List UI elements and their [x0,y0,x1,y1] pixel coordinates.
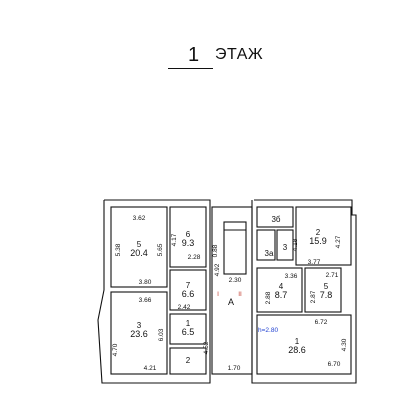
room-5-area: 20.4 [130,248,148,258]
title-underline [168,68,213,69]
dim-label: 2.42 [178,304,191,311]
floor-word: ЭТАЖ [215,46,264,63]
stair-outline [223,221,247,275]
room-2-left-outline [169,347,207,375]
room-1-left-outline [169,313,207,345]
room-1-right-outline [256,314,352,375]
dim-label: 3.80 [139,279,152,286]
room-1-right-id: 1 [295,337,300,346]
dim-label: 2.28 [188,254,201,261]
plan-walls [97,199,357,384]
room-2-right-area: 15.9 [309,236,327,246]
room-3b-outline [256,206,294,228]
room-5-id: 5 [137,240,142,249]
dim-label: 4.17 [171,233,178,246]
floor-number: 1 [188,44,200,66]
dim-label: 4.70 [112,343,119,356]
room-3a-outline [256,229,276,261]
room-7-outline [169,269,207,311]
section-marker-right: II [238,291,242,298]
room-5-right-outline [304,267,342,313]
room-3-left-id: 3 [137,321,142,330]
dim-label: 3.62 [133,215,146,222]
dim-label: 6.70 [328,361,341,368]
dim-label: 4.92 [214,263,221,276]
dim-label: 3.36 [285,273,298,280]
dim-label: 4.18 [292,238,299,251]
room-3-right-outline [276,229,294,261]
dim-label: 6.72 [315,319,328,326]
room-6-outline [169,206,207,268]
room-1-right-area: 28.6 [288,345,306,355]
dim-label: 2.71 [326,272,339,279]
room-3b-id: 3б [271,215,280,224]
dim-label: 2.87 [310,290,317,303]
room-3-left-area: 23.6 [130,329,148,339]
section-markers: I II [217,291,242,298]
floor-title: 1 ЭТАЖ [0,44,409,74]
dim-label: 4.27 [335,235,342,248]
room-7-id: 7 [186,281,191,290]
dim-label: 0.88 [212,244,219,257]
dim-label: 4.30 [341,338,348,351]
room-3-right-id: 3 [283,243,288,252]
section-marker-left: I [217,291,219,298]
dim-label: 5.65 [157,243,164,256]
dim-label: 3.77 [308,259,321,266]
room-7-area: 6.6 [182,289,195,299]
dim-label: 6.03 [158,328,165,341]
room-5-right-id: 5 [324,282,329,291]
room-3-left-outline [110,291,168,375]
room-5-outline [110,206,168,288]
room-4-outline [256,267,303,313]
dim-label: 4.52 [203,341,210,354]
dim-label: 2.88 [265,291,272,304]
room-2-right-outline [295,206,352,266]
dim-label: 4.21 [144,365,157,372]
left-block-outline [97,199,211,384]
corridor-id: A [228,297,234,307]
room-2-right-id: 2 [316,228,321,237]
room-6-area: 9.3 [182,238,195,248]
room-1-left-area: 6.5 [182,327,195,337]
room-5-right-area: 7.8 [320,290,333,300]
room-4-area: 8.7 [275,290,288,300]
room-1-left-id: 1 [186,319,191,328]
room-6-id: 6 [186,230,191,239]
ceiling-height-note: h=2.80 [258,327,278,334]
dim-label: 1.70 [228,365,241,372]
room-3a-id: 3а [265,249,274,258]
room-2-left-id: 2 [186,356,191,365]
room-4-id: 4 [279,282,284,291]
dim-label: 2.30 [229,277,242,284]
right-block-outline [251,199,357,384]
dim-label: 3.66 [139,297,152,304]
room-labels: 5 20.4 6 9.3 7 6.6 3 23.6 1 6.5 2 A 3б 3… [130,215,332,365]
dim-label: 5.38 [115,243,122,256]
dimension-labels: 3.62 5.38 5.65 3.80 3.66 4.70 6.03 4.21 … [112,215,348,372]
